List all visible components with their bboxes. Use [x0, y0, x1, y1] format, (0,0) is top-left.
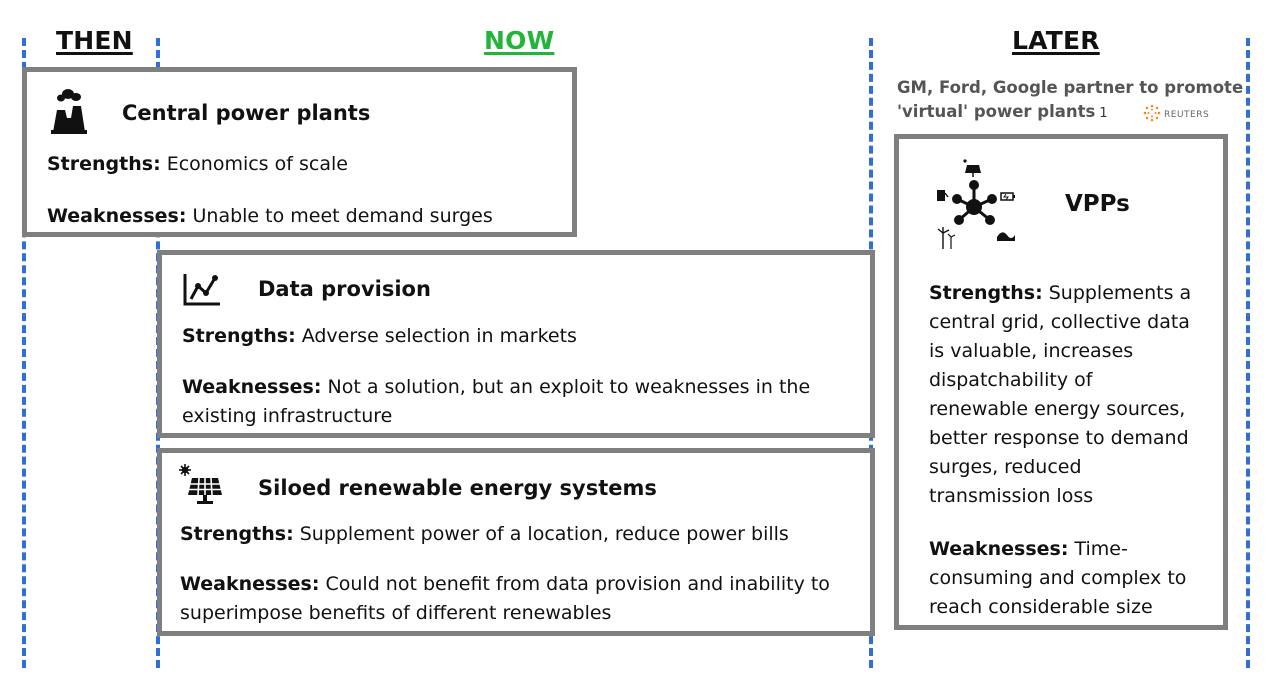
now-heading: NOW — [484, 26, 555, 55]
data-provision-weaknesses-line1: Weaknesses: Not a solution, but an explo… — [182, 373, 810, 402]
siloed-renewables-box: Siloed renewable energy systems Strength… — [157, 448, 875, 636]
siloed-strengths: Strengths: Supplement power of a locatio… — [180, 520, 789, 549]
strengths-text: Economics of scale — [160, 153, 348, 175]
solar-panel-icon — [178, 463, 224, 509]
divider-right — [1246, 38, 1250, 668]
news-headline-line1: GM, Ford, Google partner to promote — [897, 78, 1244, 97]
vpps-weaknesses-line: reach considerable size — [929, 596, 1153, 618]
strengths-label: Strengths: — [182, 325, 296, 347]
vpps-strengths: Strengths: Supplements a central grid, c… — [929, 279, 1219, 511]
strengths-label: Strengths: — [180, 523, 294, 545]
strengths-label: Strengths: — [47, 153, 161, 175]
vpps-strengths-line: dispatchability of — [929, 369, 1093, 391]
data-provision-strengths: Strengths: Adverse selection in markets — [182, 322, 577, 351]
weaknesses-text: Not a solution, but an exploit to weakne… — [321, 376, 811, 398]
news-reference: 1 — [1099, 106, 1108, 121]
vpps-box: VPPs Strengths: Supplements a central gr… — [894, 134, 1228, 630]
vpps-strengths-line: is valuable, increases — [929, 340, 1134, 362]
weaknesses-label: Weaknesses: — [180, 573, 320, 595]
news-headline-text: 'virtual' power plants — [897, 102, 1096, 121]
data-provision-box: Data provision Strengths: Adverse select… — [157, 250, 875, 438]
line-chart-icon — [182, 272, 222, 312]
central-power-plants-box: Central power plants Strengths: Economic… — [22, 67, 577, 237]
central-weaknesses: Weaknesses: Unable to meet demand surges — [47, 202, 493, 231]
strengths-text: Adverse selection in markets — [295, 325, 577, 347]
vpps-strengths-line: central grid, collective data — [929, 311, 1190, 333]
siloed-weaknesses-line1: Weaknesses: Could not benefit from data … — [180, 570, 830, 599]
data-provision-weaknesses-line2: existing infrastructure — [182, 405, 393, 427]
vpps-strengths-line: renewable energy sources, — [929, 398, 1186, 420]
vpps-weaknesses-line: Weaknesses: Time- — [929, 538, 1128, 560]
vpps-strengths-line: better response to demand — [929, 427, 1189, 449]
divider-left — [22, 38, 26, 668]
weaknesses-text: Unable to meet demand surges — [186, 205, 493, 227]
power-plant-icon — [47, 88, 91, 138]
strengths-text: Supplement power of a location, reduce p… — [293, 523, 789, 545]
vpps-strengths-line: transmission loss — [929, 485, 1094, 507]
reuters-logo: REUTERS — [1143, 104, 1209, 125]
vpps-weaknesses-line: consuming and complex to — [929, 567, 1187, 589]
network-hub-icon — [929, 157, 1029, 253]
later-heading: LATER — [1012, 26, 1100, 55]
weaknesses-label: Weaknesses: — [47, 205, 187, 227]
siloed-title: Siloed renewable energy systems — [258, 476, 657, 500]
vpps-strengths-line: surges, reduced — [929, 456, 1082, 478]
siloed-weaknesses-line2: superimpose benefits of different renewa… — [180, 602, 612, 624]
weaknesses-label: Weaknesses: — [929, 538, 1069, 560]
weaknesses-label: Weaknesses: — [182, 376, 322, 398]
reuters-logo-icon — [1143, 104, 1161, 125]
vpps-weaknesses: Weaknesses: Time- consuming and complex … — [929, 535, 1219, 622]
central-title: Central power plants — [122, 101, 371, 125]
reuters-logo-text: REUTERS — [1164, 109, 1210, 120]
central-strengths: Strengths: Economics of scale — [47, 150, 348, 179]
vpps-title: VPPs — [1065, 191, 1130, 217]
weaknesses-text: Could not benefit from data provision an… — [319, 573, 830, 595]
then-heading: THEN — [56, 26, 133, 55]
vpps-strengths-line: Strengths: Supplements a — [929, 282, 1192, 304]
data-provision-title: Data provision — [258, 277, 431, 301]
strengths-label: Strengths: — [929, 282, 1043, 304]
